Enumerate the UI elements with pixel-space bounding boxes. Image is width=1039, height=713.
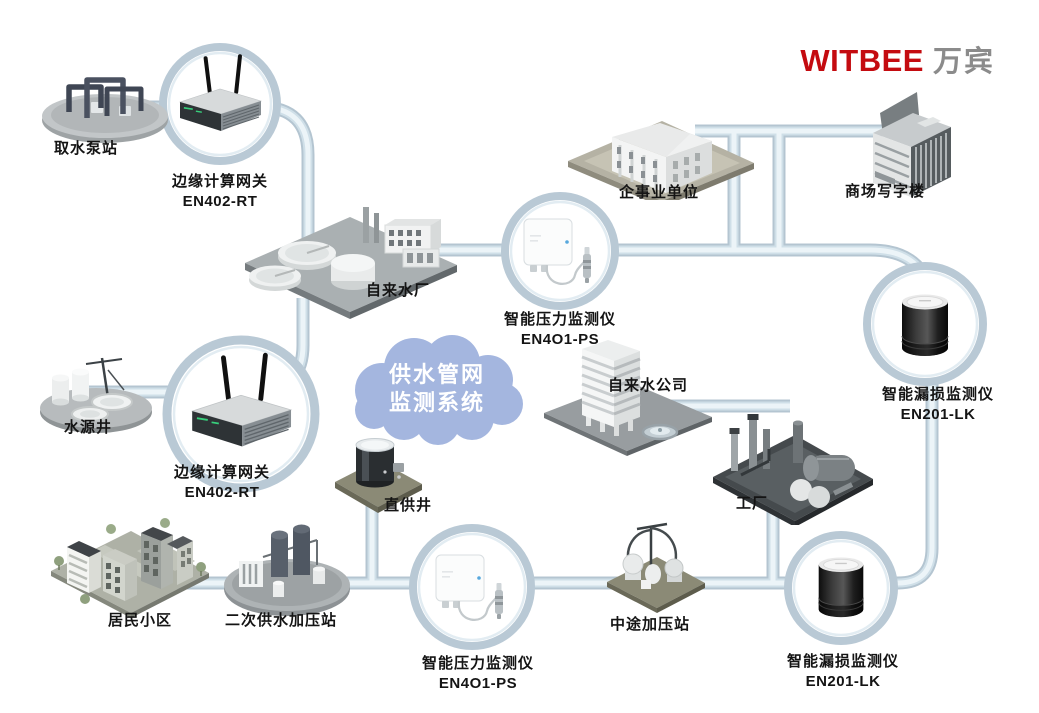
logo-suffix-text: 万宾 (932, 46, 995, 78)
node-label-water-source-well: 水源井 (63, 419, 113, 436)
water-plant-illustration (245, 207, 457, 319)
pressure-monitor-device-icon (523, 218, 591, 285)
cloud-shape (355, 335, 523, 445)
logo-brand-text: WITBEE (800, 43, 924, 78)
node-label-direct-supply-well: 直供井 (383, 497, 433, 514)
node-label-midway-pressurization: 中途加压站 (609, 616, 691, 633)
edge-gateway-device-icon (190, 352, 293, 447)
mall-office-illustration (873, 92, 951, 197)
cloud-title: 供水管网 监测系统 (389, 361, 485, 417)
secondary-pressurization-illustration (224, 524, 350, 616)
node-label-mall-office-building: 商场写字楼 (844, 183, 926, 200)
midway-pressurization-illustration (607, 522, 705, 613)
cloud-title-line1: 供水管网 (388, 362, 486, 387)
leak-monitor-device-icon (818, 557, 864, 618)
node-label-water-company: 自来水公司 (607, 377, 689, 394)
node-label-secondary-pressurization: 二次供水加压站 (224, 612, 338, 629)
enterprise-building-illustration (568, 121, 754, 200)
node-label-water-plant: 自来水厂 (365, 282, 431, 299)
pressure-monitor-device-icon (435, 554, 503, 621)
water-source-well-illustration (40, 357, 152, 433)
leak-monitor-device-icon (901, 294, 949, 356)
direct-supply-well-illustration (335, 438, 422, 513)
node-label-intake-pump-station: 取水泵站 (53, 140, 119, 157)
witbee-logo: WITBEE 万宾 (800, 38, 995, 80)
node-label-enterprise-institution: 企事业单位 (618, 184, 700, 201)
water-company-illustration (544, 340, 712, 456)
residential-community-illustration (51, 518, 209, 618)
node-label-residential-community: 居民小区 (107, 612, 173, 629)
cloud-title-line2: 监测系统 (388, 390, 486, 415)
intake-pump-station-illustration (42, 77, 168, 143)
factory-illustration (713, 414, 873, 525)
node-label-factory: 工厂 (735, 495, 769, 512)
edge-gateway-device-icon (178, 54, 263, 131)
